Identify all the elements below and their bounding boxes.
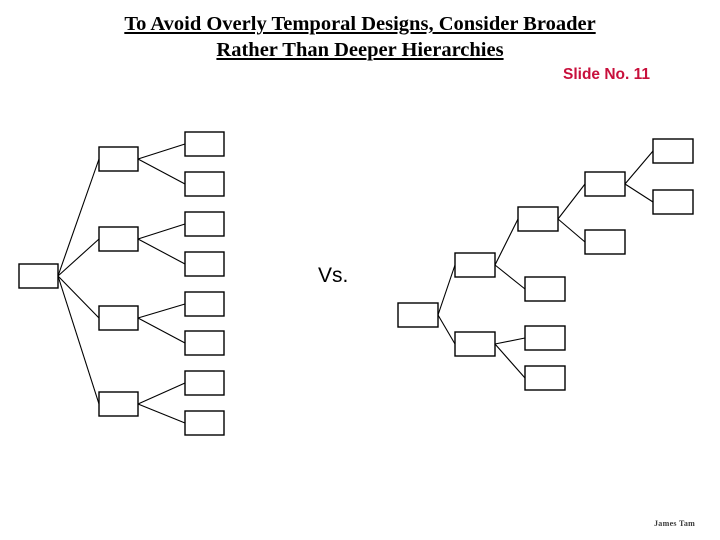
page-title-line-2: Rather Than Deeper Hierarchies <box>216 39 504 61</box>
deep-hierarchy-node-box <box>524 276 566 302</box>
broad-hierarchy-nodes <box>18 131 225 436</box>
broad-hierarchy-edge <box>137 158 186 185</box>
deep-hierarchy-edge <box>437 264 456 316</box>
deep-hierarchy-node-box <box>524 325 566 351</box>
page-title: To Avoid Overly Temporal Designs, Consid… <box>55 12 665 63</box>
deep-hierarchy-node-box <box>517 206 559 232</box>
deep-hierarchy-edge <box>624 150 654 185</box>
deep-hierarchy-edge <box>494 264 526 290</box>
broad-hierarchy-node-box <box>184 171 225 197</box>
broad-hierarchy-edge <box>137 382 186 405</box>
deep-hierarchy-edge <box>624 183 654 203</box>
broad-hierarchy-edge <box>57 275 100 405</box>
broad-hierarchy-edge <box>137 238 186 265</box>
broad-hierarchy-node-box <box>184 251 225 277</box>
slide-number-label: Slide No. 11 <box>563 66 651 83</box>
broad-hierarchy-node-box <box>184 330 225 356</box>
deep-hierarchy-edge <box>437 314 456 345</box>
deep-hierarchy-edge <box>494 337 526 345</box>
broad-hierarchy-edge <box>137 143 186 160</box>
page-title-line-1: To Avoid Overly Temporal Designs, Consid… <box>124 13 596 35</box>
broad-hierarchy-edge <box>57 275 100 319</box>
deep-hierarchy-nodes <box>397 138 694 391</box>
deep-hierarchy-edge <box>557 218 586 243</box>
broad-hierarchy-node-box <box>184 211 225 237</box>
deep-hierarchy-node-box <box>454 252 496 278</box>
comparison-vs-label: Vs. <box>318 264 349 287</box>
broad-hierarchy-edge <box>137 303 186 319</box>
broad-hierarchy-edge <box>57 238 100 277</box>
deep-hierarchy-node-box <box>584 171 626 197</box>
broad-hierarchy-node-box <box>98 146 139 172</box>
broad-hierarchy-node-box <box>184 131 225 157</box>
broad-hierarchy-node-box <box>184 291 225 317</box>
broad-hierarchy-node-box <box>98 226 139 252</box>
footer-credit: James Tam <box>654 519 696 528</box>
deep-hierarchy-node-box <box>584 229 626 255</box>
broad-hierarchy-edge <box>137 223 186 240</box>
broad-hierarchy-node-box <box>184 410 225 436</box>
deep-hierarchy-node-box <box>652 189 694 215</box>
broad-hierarchy-node-box <box>184 370 225 396</box>
deep-hierarchy-node-box <box>652 138 694 164</box>
deep-hierarchy-edge <box>494 343 526 379</box>
broad-hierarchy-edge <box>57 158 100 277</box>
deep-hierarchy-node-box <box>454 331 496 357</box>
broad-hierarchy-edge <box>137 317 186 344</box>
broad-hierarchy-node-box <box>18 263 59 289</box>
broad-hierarchy-edges <box>57 143 186 424</box>
broad-hierarchy-edge <box>137 403 186 424</box>
deep-hierarchy-edge <box>557 183 586 220</box>
deep-hierarchy-edges <box>437 150 654 379</box>
deep-hierarchy-edge <box>494 218 519 266</box>
broad-hierarchy-node-box <box>98 391 139 417</box>
broad-hierarchy-node-box <box>98 305 139 331</box>
deep-hierarchy-node-box <box>524 365 566 391</box>
deep-hierarchy-node-box <box>397 302 439 328</box>
